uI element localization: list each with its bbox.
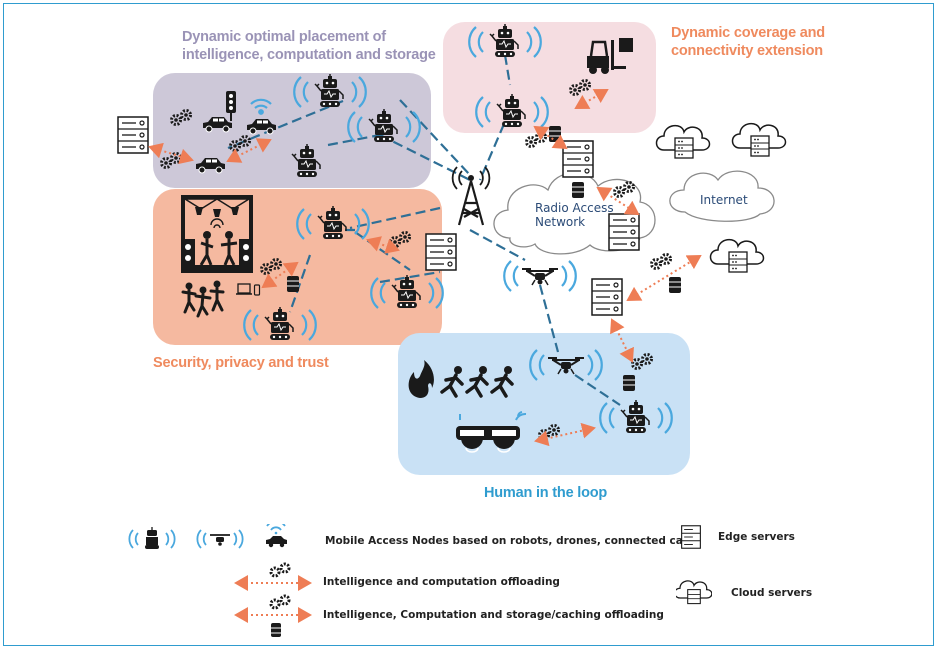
robot-node-coverage-1 [468,23,542,59]
antenna-tower-icon [451,166,491,226]
robot-node-human [599,399,673,435]
placement-title: Dynamic optimal placement of intelligenc… [182,28,436,64]
car-icon-2 [246,118,277,135]
laptop-icon [236,283,252,295]
legend-cloud-servers-label: Cloud servers [731,587,813,599]
ran-label-line1: Radio Access [535,201,614,215]
robot-node-placement-2 [347,108,421,144]
legend-cloud-server-icon [676,580,712,605]
crowd-dancing-icon [181,280,225,318]
legend-compute-offload-icon [234,562,312,591]
robot-node-security-2 [370,274,444,310]
edge-server-ran-top [562,140,594,178]
security-title: Security, privacy and trust [153,355,329,371]
legend-storage-offload-label: Intelligence, Computation and storage/ca… [323,609,664,621]
database-icon [571,181,585,199]
drone-node-2 [529,348,603,382]
offload-arrows [148,88,702,447]
robot-node-coverage-2 [475,93,549,129]
placement-title-line1: Dynamic optimal placement of [182,29,386,45]
car-icon-1 [202,116,233,133]
gears-icon [389,231,411,248]
database-icon [622,374,636,392]
cloud-server-1 [655,124,711,159]
gears-icon [229,135,251,152]
gears-icon [631,353,653,370]
fire-icon [408,360,434,398]
people-running-icon [440,366,514,398]
database-icon [286,275,300,293]
figure-frame [3,3,934,646]
legend-mobile-node-icons [128,524,287,550]
human-title: Human in the loop [484,485,608,501]
phone-icon [253,284,261,296]
gears-icon [170,109,192,126]
internet-cloud [669,170,775,222]
vr-headset-icon [456,411,527,453]
internet-cloud-label: Internet [700,193,748,207]
wifi-icon [250,98,272,115]
legend-edge-servers-label: Edge servers [718,531,795,543]
concert-stage-icon [181,195,253,273]
gears-icon [650,253,672,270]
car-icon-3 [195,157,226,174]
edge-server-mid [591,278,623,316]
coverage-title-line1: Dynamic coverage and [671,25,825,41]
robot-node-placement-3 [291,143,321,178]
robot-node-placement-1 [293,73,367,109]
traffic-light-icon [226,91,236,121]
database-icon [668,276,682,294]
ran-cloud-label: Radio Access Network [535,201,614,229]
cloud-server-3 [709,238,765,273]
edge-server-security [425,233,457,271]
legend-compute-offload-label: Intelligence and computation offloading [323,576,560,588]
gears-icon [525,131,547,148]
forklift-icon [587,38,633,74]
coverage-title-line2: connectivity extension [671,43,823,59]
gears-icon [160,152,182,169]
legend-storage-offload-icon [234,594,312,637]
coverage-title: Dynamic coverage and connectivity extens… [671,24,825,60]
legend-mobile-nodes-label: Mobile Access Nodes based on robots, dro… [325,535,695,547]
robot-node-security-3 [243,306,317,342]
legend-edge-server-icon [681,525,701,549]
gears-icon [569,79,591,96]
region-human [398,333,690,475]
database-icon [548,125,562,143]
gears-icon [538,424,560,441]
gears-icon [260,258,282,275]
ran-label-line2: Network [535,215,586,229]
cloud-server-2 [731,122,787,157]
edge-server-placement [117,116,149,154]
placement-title-line2: intelligence, computation and storage [182,47,436,63]
